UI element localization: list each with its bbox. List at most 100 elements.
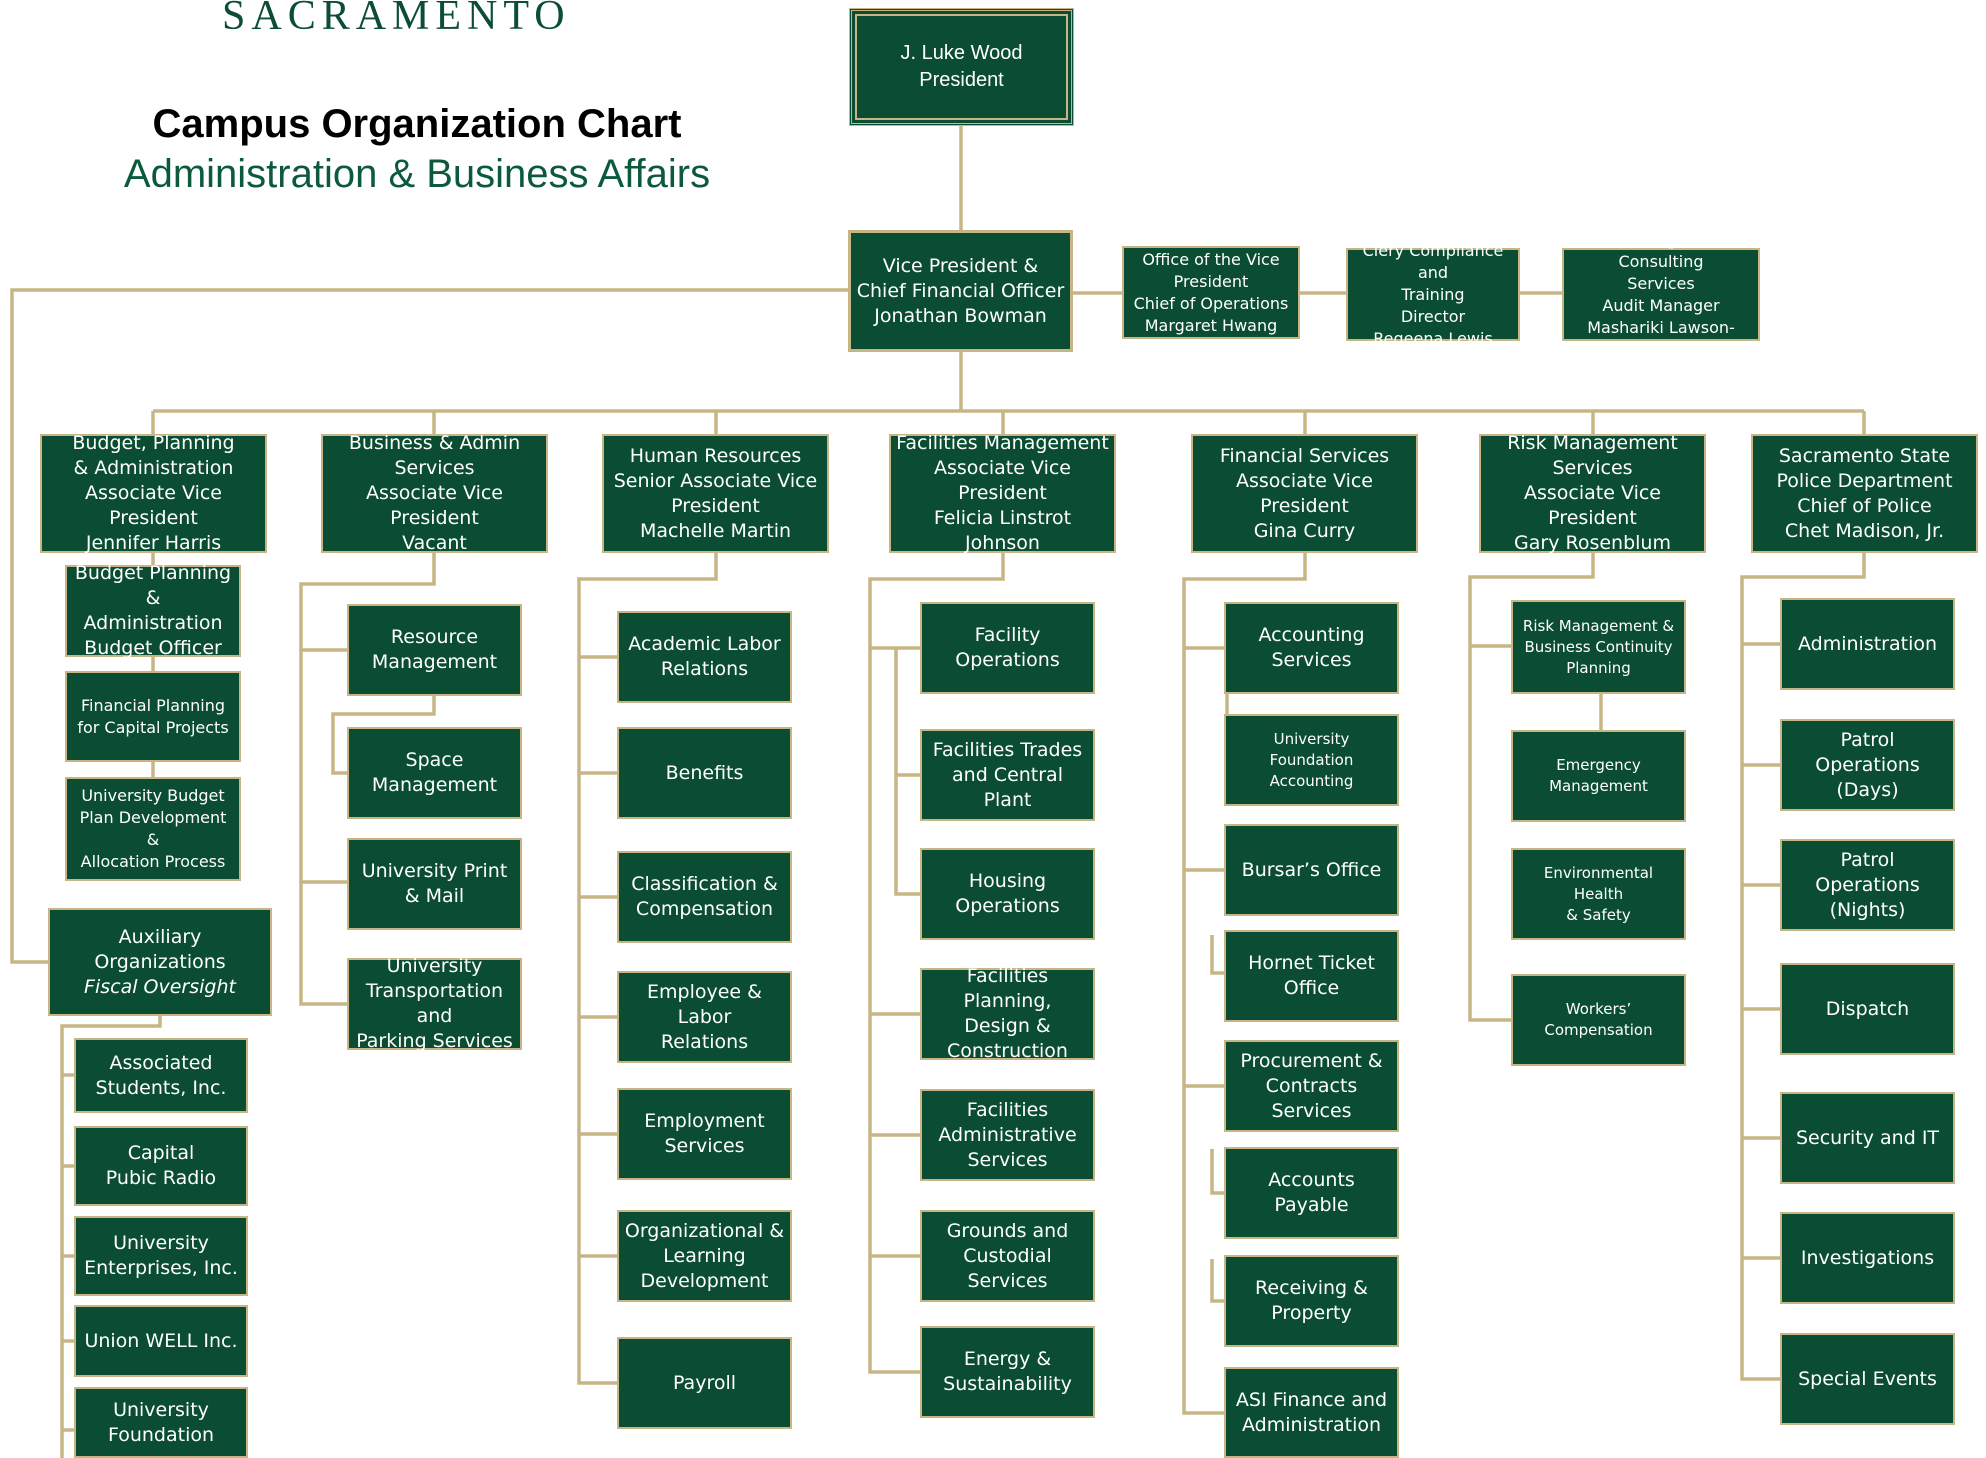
police-unit-patrol-days[interactable]: Patrol Operations (Days) xyxy=(1780,719,1955,811)
capital-projects-box[interactable]: Financial Planning for Capital Projects xyxy=(65,671,241,762)
aux-unit-university-foundation[interactable]: University Foundation xyxy=(74,1387,248,1458)
connector-financial-inner xyxy=(1210,935,1224,975)
division-human-resources[interactable]: Human Resources Senior Associate Vice Pr… xyxy=(602,434,829,553)
facilities-unit-energy[interactable]: Energy & Sustainability xyxy=(920,1326,1095,1418)
risk-unit-environmental-health[interactable]: Environmental Health & Safety xyxy=(1511,848,1686,940)
hr-unit-employment[interactable]: Employment Services xyxy=(617,1088,792,1180)
vp-cfo-box[interactable]: Vice President & Chief Financial Officer… xyxy=(848,230,1073,352)
aux-unit-l1: Union WELL Inc. xyxy=(84,1329,238,1352)
auxiliary-organizations-box[interactable]: Auxiliary Organizations Fiscal Oversight xyxy=(48,908,272,1016)
police-unit-patrol-nights[interactable]: Patrol Operations (Nights) xyxy=(1780,839,1955,931)
budget-officer-box[interactable]: Budget Planning & Administration Budget … xyxy=(65,562,241,659)
aux-unit-associated-students[interactable]: Associated Students, Inc. xyxy=(74,1038,248,1113)
financial-unit-asi-finance[interactable]: ASI Finance and Administration xyxy=(1224,1367,1399,1458)
unit-l2: Compensation xyxy=(1544,1021,1653,1039)
financial-unit-hornet-ticket[interactable]: Hornet Ticket Office xyxy=(1224,930,1399,1022)
facilities-unit-operations[interactable]: Facility Operations xyxy=(920,602,1095,694)
division-budget-planning[interactable]: Budget, Planning & Administration Associ… xyxy=(40,432,267,554)
budget-l4: Jennifer Harris xyxy=(85,532,222,554)
unit-l3: Services xyxy=(967,1148,1048,1171)
aux-unit-l1: Capital xyxy=(127,1142,195,1164)
hr-unit-organizational-learning[interactable]: Organizational & Learning Development xyxy=(617,1210,792,1302)
financial-unit-receiving[interactable]: Receiving & Property xyxy=(1224,1255,1399,1347)
police-unit-special-events[interactable]: Special Events xyxy=(1780,1333,1955,1425)
business-unit-transportation[interactable]: University Transportation and Parking Se… xyxy=(347,955,522,1052)
president-name: J. Luke Wood xyxy=(900,42,1023,64)
unit-l2: Relations xyxy=(660,658,749,680)
financial-unit-accounts-payable[interactable]: Accounts Payable xyxy=(1224,1147,1399,1239)
unit-l1: Hornet Ticket xyxy=(1248,952,1375,974)
capital-l1: Financial Planning xyxy=(80,695,226,715)
police-unit-security-it[interactable]: Security and IT xyxy=(1780,1092,1955,1184)
unit-l2: Payable xyxy=(1274,1194,1349,1216)
budget-plan-box[interactable]: University Budget Plan Development & All… xyxy=(65,777,241,881)
division-facilities-management[interactable]: Facilities Management Associate Vice Pre… xyxy=(889,432,1116,554)
unit-l1: Resource xyxy=(390,626,479,648)
financial-unit-foundation-accounting[interactable]: University Foundation Accounting xyxy=(1224,714,1399,806)
budget-officer-l2: Administration xyxy=(83,612,223,634)
unit-l1: Dispatch xyxy=(1825,997,1910,1020)
auditing-consulting-box[interactable]: Auditing and Consulting Services Audit M… xyxy=(1562,230,1760,359)
business-unit-print-mail[interactable]: University Print & Mail xyxy=(347,838,522,930)
hr-unit-employee-labor[interactable]: Employee & Labor Relations xyxy=(617,971,792,1063)
office-of-vp-l3: Chief of Operations xyxy=(1133,293,1289,313)
clery-compliance-box[interactable]: Clery Compliance and Training Director R… xyxy=(1346,241,1520,348)
risk-unit-business-continuity[interactable]: Risk Management & Business Continuity Pl… xyxy=(1511,600,1686,694)
risk-unit-workers-comp[interactable]: Workers’ Compensation xyxy=(1511,974,1686,1066)
risk-l4: Gary Rosenblum xyxy=(1514,532,1671,554)
unit-l1: Facility xyxy=(974,624,1041,646)
facilities-unit-trades[interactable]: Facilities Trades and Central Plant xyxy=(920,729,1095,821)
hr-unit-benefits[interactable]: Benefits xyxy=(617,727,792,819)
unit-l2: Business Continuity xyxy=(1524,637,1673,656)
division-financial-services[interactable]: Financial Services Associate Vice Presid… xyxy=(1191,434,1418,553)
aux-unit-union-well[interactable]: Union WELL Inc. xyxy=(74,1305,248,1377)
police-unit-investigations[interactable]: Investigations xyxy=(1780,1212,1955,1304)
division-police-department[interactable]: Sacramento State Police Department Chief… xyxy=(1751,434,1978,553)
business-unit-space-mgmt[interactable]: Space Management xyxy=(347,727,522,819)
unit-l3: Parking Services xyxy=(356,1030,513,1052)
police-unit-dispatch[interactable]: Dispatch xyxy=(1780,963,1955,1055)
unit-l2: Design & xyxy=(964,1015,1051,1037)
connector-police-spine xyxy=(1740,553,1866,1381)
aux-unit-university-enterprises[interactable]: University Enterprises, Inc. xyxy=(74,1216,248,1296)
facilities-unit-admin-services[interactable]: Facilities Administrative Services xyxy=(920,1089,1095,1181)
police-unit-administration[interactable]: Administration xyxy=(1780,598,1955,690)
facilities-unit-planning-design[interactable]: Facilities Planning, Design & Constructi… xyxy=(920,965,1095,1062)
facilities-unit-grounds[interactable]: Grounds and Custodial Services xyxy=(920,1210,1095,1302)
office-of-vp-box[interactable]: Office of the Vice President Chief of Op… xyxy=(1122,246,1300,339)
unit-l3: Construction xyxy=(947,1040,1068,1062)
unit-l1: Bursar’s Office xyxy=(1241,858,1382,881)
unit-l2: Office xyxy=(1283,977,1340,999)
police-l3: Chief of Police xyxy=(1797,494,1932,517)
hr-unit-classification[interactable]: Classification & Compensation xyxy=(617,851,792,943)
unit-l1: Patrol Operations xyxy=(1815,848,1920,896)
financial-unit-procurement[interactable]: Procurement & Contracts Services xyxy=(1224,1040,1399,1132)
division-business-admin[interactable]: Business & Admin Services Associate Vice… xyxy=(321,432,548,554)
facilities-unit-housing[interactable]: Housing Operations xyxy=(920,848,1095,940)
budget-l1: Budget, Planning xyxy=(72,432,235,454)
financial-l1: Financial Services xyxy=(1219,444,1390,467)
hr-unit-academic-labor[interactable]: Academic Labor Relations xyxy=(617,611,792,703)
unit-l2: Learning xyxy=(663,1244,746,1267)
unit-l2: Accounting xyxy=(1269,771,1354,790)
unit-l2: & Safety xyxy=(1566,905,1631,924)
budget-l2: & Administration xyxy=(73,457,234,479)
unit-l1: University Print xyxy=(361,860,508,882)
unit-l1: Facilities xyxy=(966,1098,1049,1121)
president-box[interactable]: J. Luke Wood President xyxy=(849,8,1074,126)
clery-l3: Director xyxy=(1400,306,1466,326)
unit-l2: Management xyxy=(371,774,498,796)
risk-unit-emergency-mgmt[interactable]: Emergency Management xyxy=(1511,730,1686,822)
hr-l3: President xyxy=(671,494,760,517)
capital-l2: for Capital Projects xyxy=(77,717,229,737)
business-l1: Business & Admin xyxy=(348,432,521,454)
unit-l2: & Mail xyxy=(404,885,465,907)
unit-l1: Receiving & xyxy=(1255,1277,1368,1299)
aux-unit-capital-radio[interactable]: Capital Pubic Radio xyxy=(74,1126,248,1206)
financial-unit-bursar[interactable]: Bursar’s Office xyxy=(1224,824,1399,916)
plan-l1: University Budget xyxy=(81,786,225,805)
division-risk-management[interactable]: Risk Management Services Associate Vice … xyxy=(1479,432,1706,554)
hr-unit-payroll[interactable]: Payroll xyxy=(617,1337,792,1429)
business-unit-resource-mgmt[interactable]: Resource Management xyxy=(347,604,522,696)
financial-unit-accounting[interactable]: Accounting Services xyxy=(1224,602,1399,694)
